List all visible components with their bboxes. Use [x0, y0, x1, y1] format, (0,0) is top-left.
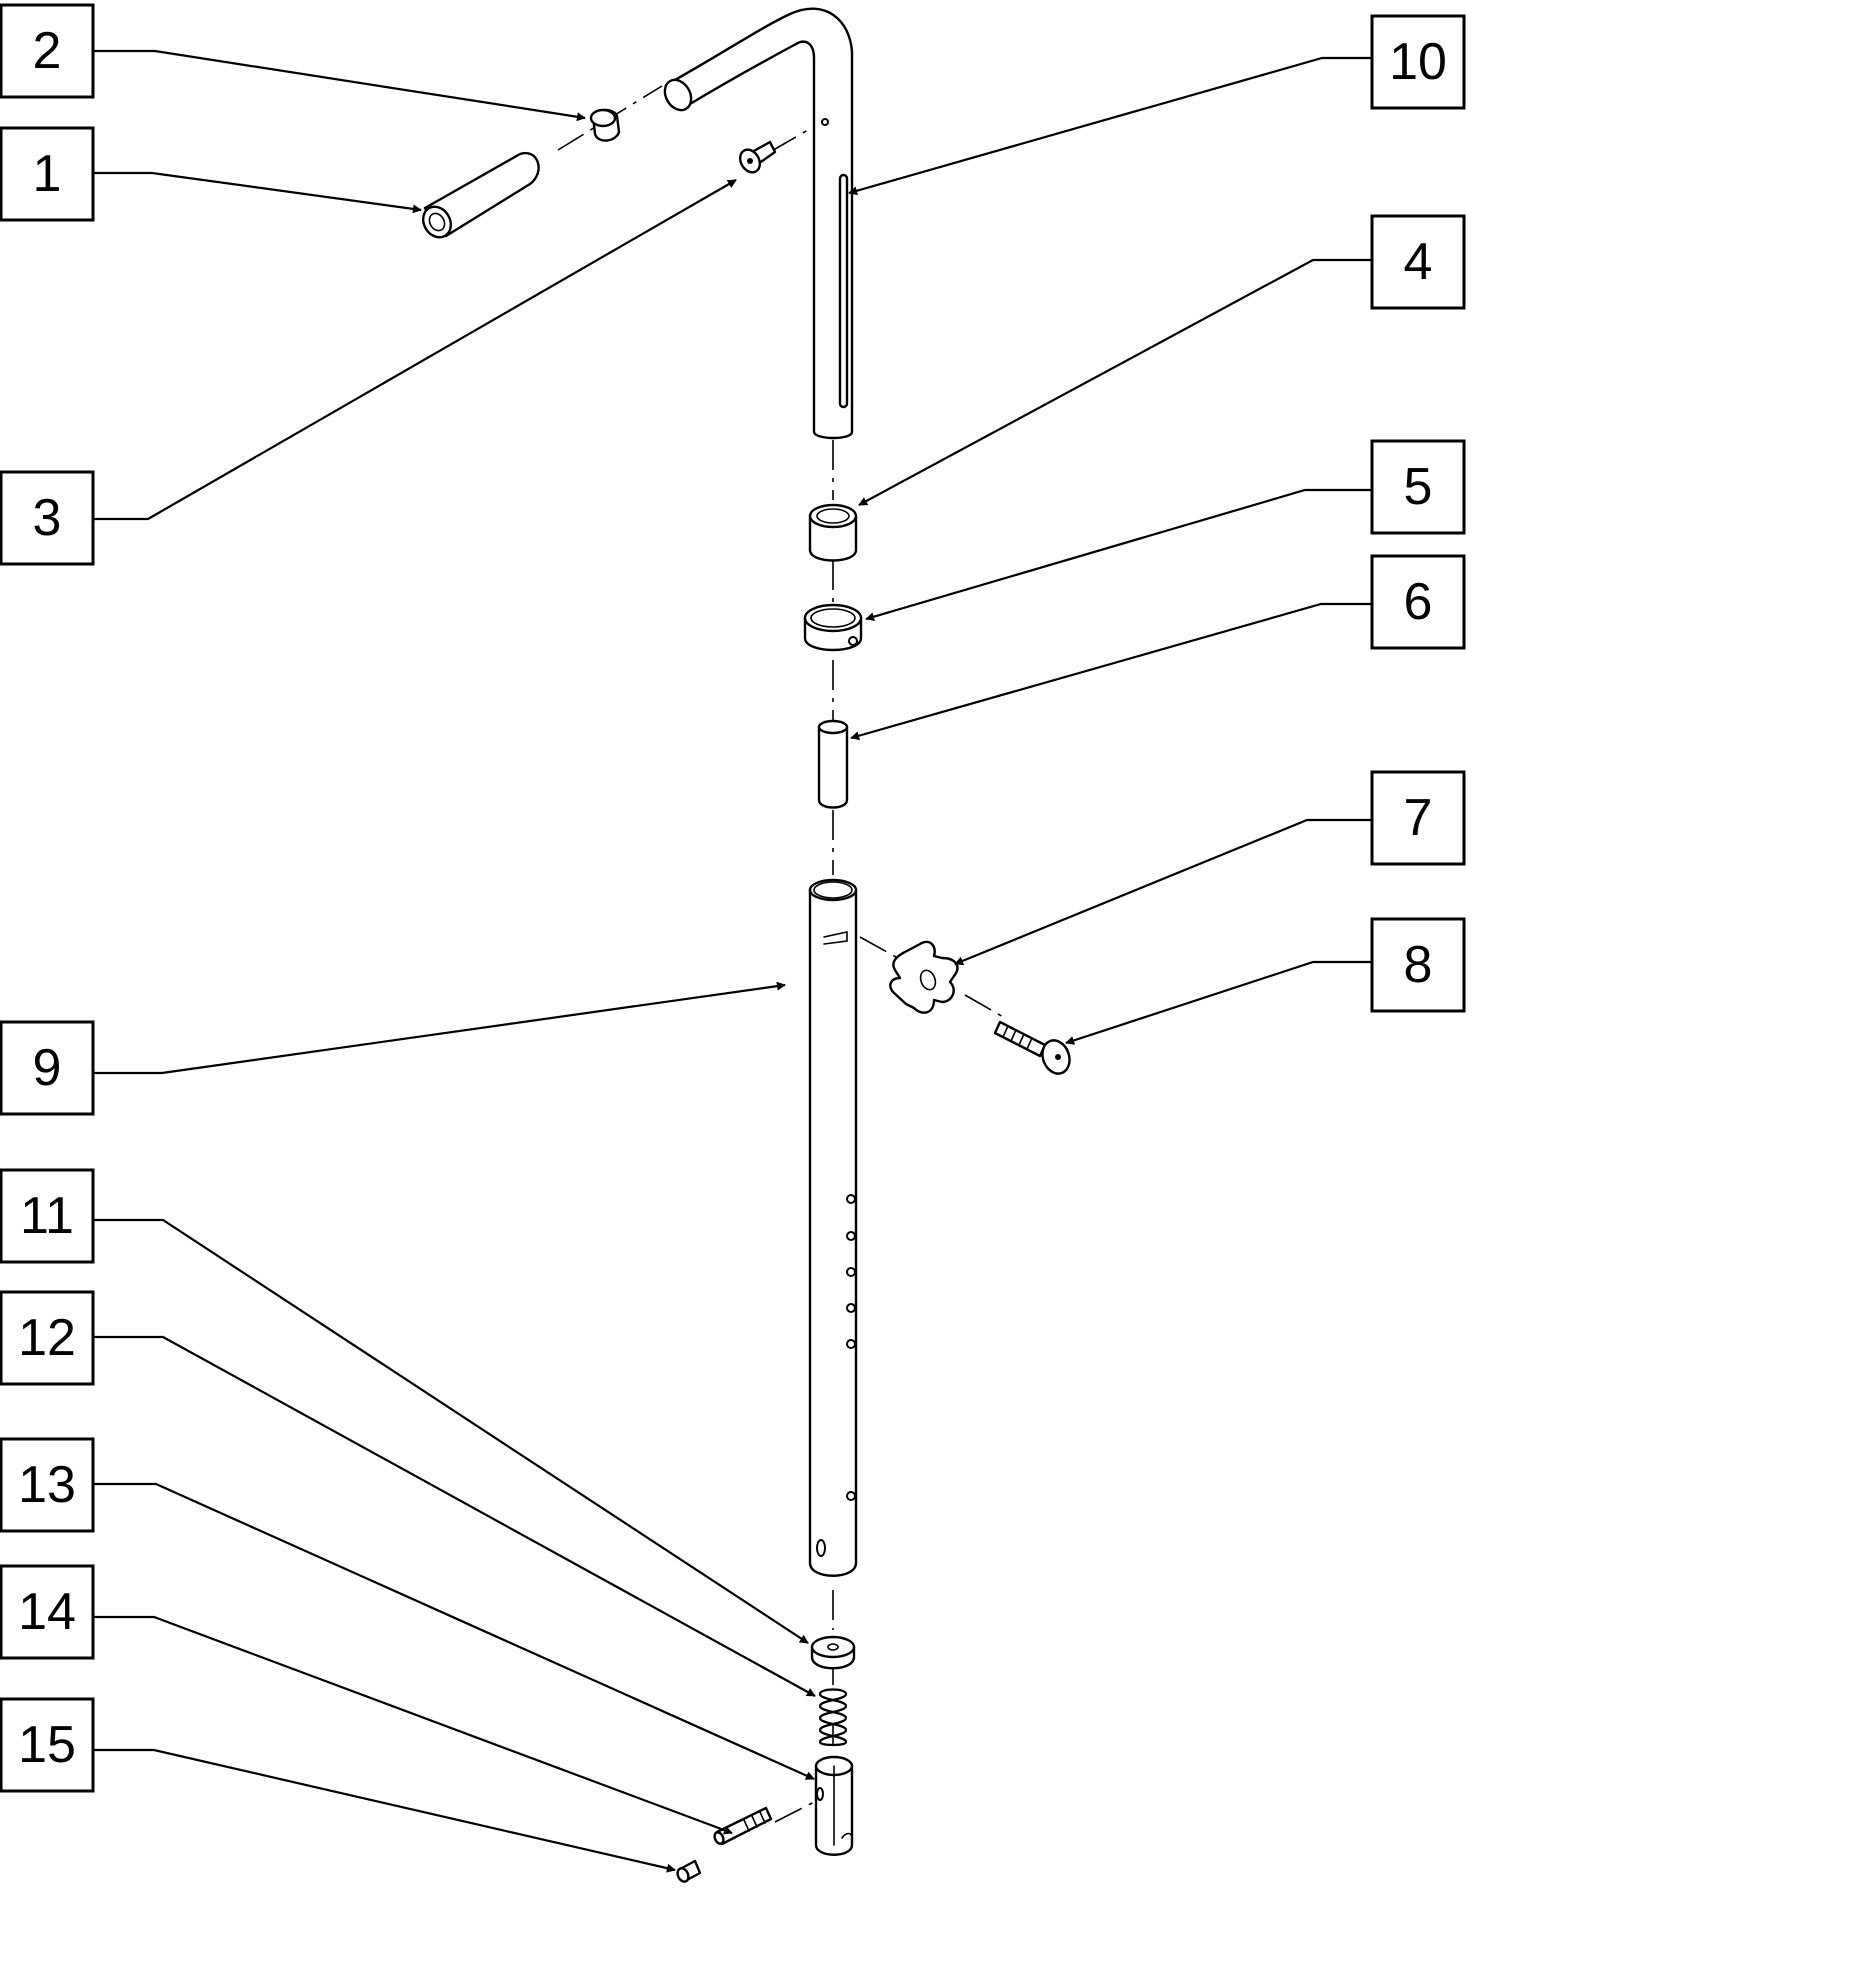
leader-11	[93, 1218, 809, 1644]
part-1-foam-grip	[421, 151, 540, 239]
leader-4	[858, 258, 1372, 506]
leader-12	[93, 1335, 816, 1697]
callout-13: 13	[0, 1437, 95, 1533]
callout-6: 6	[1370, 554, 1466, 650]
leader-lines	[93, 49, 1372, 1873]
callout-11-label: 11	[20, 1187, 74, 1245]
callout-5: 5	[1370, 439, 1466, 535]
part-12-spring	[818, 1688, 848, 1747]
part-7-star-knob	[889, 940, 959, 1014]
callout-7: 7	[1370, 770, 1466, 866]
leader-13	[93, 1482, 815, 1781]
leader-7	[954, 818, 1372, 966]
part-5-collar	[803, 603, 863, 652]
leader-1	[93, 171, 422, 214]
part-13-bottom-plunger	[814, 1755, 854, 1856]
callout-2: 2	[0, 3, 95, 99]
callout-1: 1	[0, 126, 95, 222]
leader-6	[850, 602, 1372, 741]
callout-7-label: 7	[1404, 789, 1433, 847]
part-6-knurled-insert	[817, 719, 849, 809]
part-14-pin	[713, 1806, 773, 1846]
leader-5	[865, 488, 1372, 622]
callout-15: 15	[0, 1697, 95, 1793]
callout-4: 4	[1370, 214, 1466, 310]
callout-12: 12	[0, 1290, 95, 1386]
leader-2	[93, 49, 586, 122]
leader-10	[848, 56, 1372, 196]
assembly-axes	[557, 85, 1006, 1823]
callout-2-label: 2	[33, 22, 62, 80]
callout-13-label: 13	[18, 1456, 76, 1514]
part-10-upper-bent-tube	[663, 7, 854, 440]
part-4-bushing	[808, 503, 858, 562]
callout-12-label: 12	[18, 1309, 76, 1367]
callout-9-label: 9	[33, 1039, 62, 1097]
part-15-set-screw	[676, 1859, 702, 1883]
part-3-small-screw	[738, 140, 777, 174]
callout-3-label: 3	[33, 489, 62, 547]
callout-6-label: 6	[1404, 573, 1433, 631]
part-11-washer	[810, 1635, 856, 1670]
part-2-end-plug	[589, 108, 621, 142]
callout-10-label: 10	[1389, 33, 1447, 91]
callout-9: 9	[0, 1020, 95, 1116]
callout-14-label: 14	[18, 1583, 76, 1641]
leader-8	[1065, 960, 1372, 1045]
leader-14	[93, 1615, 733, 1835]
callout-5-label: 5	[1404, 458, 1433, 516]
leader-15	[93, 1748, 676, 1873]
callout-11: 11	[0, 1168, 95, 1264]
leader-3	[93, 179, 737, 521]
part-8-bolt	[993, 1020, 1071, 1075]
callout-10: 10	[1370, 14, 1466, 110]
part-9-lower-tube	[808, 878, 858, 1577]
leader-9	[93, 981, 786, 1075]
callout-1-label: 1	[33, 145, 62, 203]
callout-4-label: 4	[1404, 233, 1433, 291]
callout-3: 3	[0, 470, 95, 566]
callout-14: 14	[0, 1564, 95, 1660]
callout-15-label: 15	[18, 1716, 76, 1774]
callout-8-label: 8	[1404, 936, 1433, 994]
callout-8: 8	[1370, 917, 1466, 1013]
